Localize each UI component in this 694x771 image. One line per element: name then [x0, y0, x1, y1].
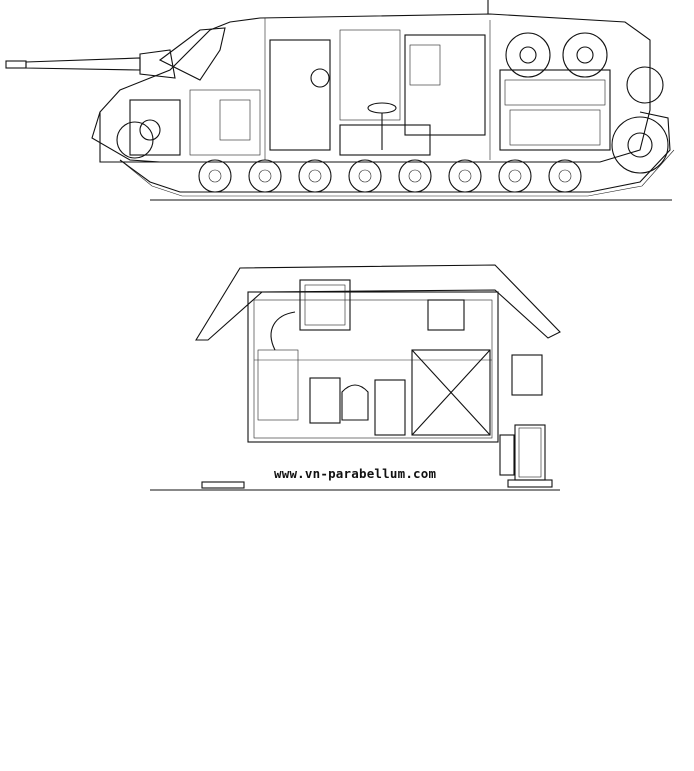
- mantlet: [158, 27, 226, 81]
- fighting-compartment-section: [150, 264, 561, 491]
- superstructure: [99, 13, 651, 163]
- idler-wheel: [116, 121, 154, 159]
- track-section: [514, 424, 546, 481]
- drive-sprocket: [611, 116, 669, 174]
- hull-nose: [91, 111, 161, 163]
- gun-barrel: [5, 49, 176, 79]
- watermark-text: www.vn-parabellum.com: [274, 466, 437, 481]
- side-section-view: [5, 0, 675, 201]
- road-wheels: [198, 159, 582, 193]
- track: [119, 111, 671, 193]
- internal-details: [129, 18, 664, 160]
